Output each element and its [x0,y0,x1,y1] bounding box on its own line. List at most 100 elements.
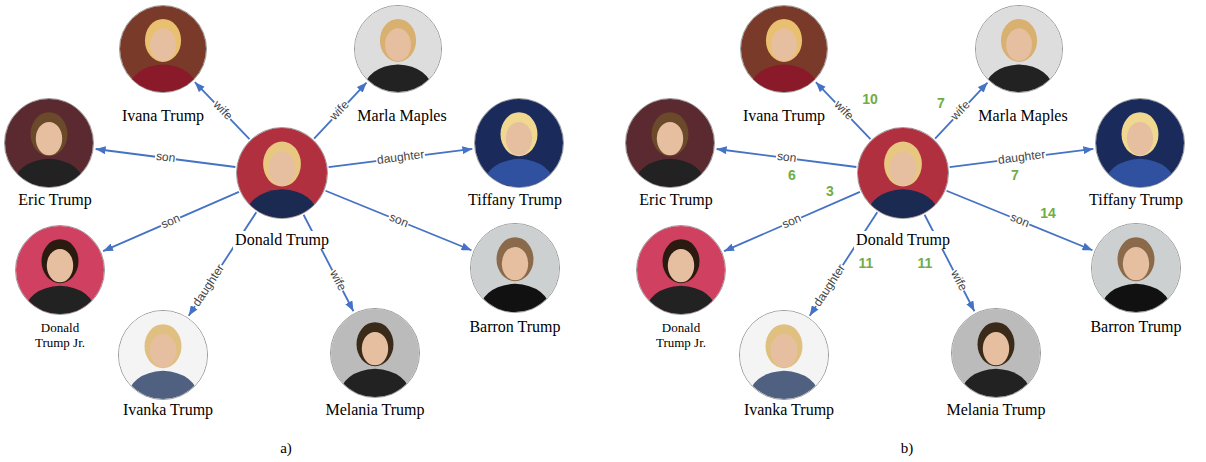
portrait-face [1006,28,1032,61]
relation-label: daughter [996,148,1047,167]
portrait-body [12,159,86,187]
portrait-face [47,249,73,282]
portrait-ground [740,311,828,399]
portrait-hair [978,322,1015,366]
photo-circle [470,223,560,313]
photo-circle [739,310,829,400]
portrait [475,99,563,187]
portrait [741,6,827,92]
portrait-hair [357,322,394,366]
person-name: Ivana Trump [741,107,827,125]
relation-label: daughter [375,148,426,167]
portrait-face [150,334,176,367]
portrait-ground [5,99,93,187]
person-node: Donald Trump Jr. [636,225,726,315]
person-node: Melania Trump [330,308,420,398]
portrait-hair [1122,112,1159,156]
relation-arrow [304,215,354,311]
photo-circle [236,127,328,219]
person-name: Tiffany Trump [466,191,564,209]
relation-arrow [717,149,857,167]
relation-arrow [810,212,878,315]
portrait-face [1123,247,1149,280]
portrait-body [23,286,97,314]
portrait-ground [637,226,725,314]
relation-arrow [189,212,257,315]
portrait-body [1103,159,1177,187]
photo-circle [330,308,420,398]
portrait-hair [145,324,182,368]
portrait-body [748,64,820,92]
person-node: Donald Trump [857,127,949,219]
portrait [16,226,104,314]
portrait-face [668,249,694,282]
photo-circle [1095,98,1185,188]
photo-circle [4,98,94,188]
portrait [471,224,559,312]
portrait-ground [331,309,419,397]
relation-arrow [326,191,472,251]
portrait-hair [145,19,181,62]
person-name: Barron Trump [467,318,562,336]
photo-circle [1091,223,1181,313]
relation-label: wife [327,268,349,295]
person-name: Eric Trump [637,191,714,209]
person-node: Donald Trump [236,127,328,219]
portrait-face [771,334,797,367]
portrait-body [959,369,1033,397]
portrait [355,6,441,92]
portrait [858,128,948,218]
person-name: Eric Trump [16,191,93,209]
portrait [1092,224,1180,312]
portrait-face [983,332,1009,365]
person-node: Melania Trump [951,308,1041,398]
person-name: Melania Trump [944,401,1047,419]
portrait-face [362,332,388,365]
person-name: Melania Trump [323,401,426,419]
count-number: 11 [918,256,933,271]
portrait [626,99,714,187]
photo-circle [118,310,208,400]
portrait-ground [471,224,559,312]
portrait-body [362,64,434,92]
relation-arrow [950,149,1094,167]
person-name: Donald Trump Jr. [21,321,99,351]
photo-circle [474,98,564,188]
person-name: Marla Maples [976,107,1069,125]
relation-label: son [780,211,805,232]
portrait-body [478,284,552,312]
portrait-ground [1096,99,1184,187]
person-name: Ivanka Trump [742,401,836,419]
relation-arrow [329,149,473,167]
portrait-ground [355,6,441,92]
portrait [5,99,93,187]
portrait-body [244,189,320,218]
relation-arrow [96,149,236,167]
portrait-hair [263,142,301,187]
count-number: 7 [937,96,945,111]
relation-label: son [154,150,177,166]
person-node: Eric Trump [625,98,715,188]
photo-circle [119,5,207,93]
person-node: Marla Maples [354,5,442,93]
count-number: 10 [862,92,878,107]
portrait-ground [858,128,948,218]
person-node: Donald Trump Jr. [15,225,105,315]
relation-label: son [1007,210,1032,230]
portrait-hair [884,142,922,187]
portrait [1096,99,1184,187]
person-node: Barron Trump [470,223,560,313]
portrait-body [126,371,200,399]
portrait-body [633,159,707,187]
photo-circle [636,225,726,315]
relation-arrow [947,191,1093,251]
portrait-face [657,122,683,155]
portrait-face [36,122,62,155]
portrait-hair [652,112,689,156]
person-node: Tiffany Trump [474,98,564,188]
portrait-body [644,286,718,314]
person-name: Ivanka Trump [121,401,215,419]
person-name: Marla Maples [355,107,448,125]
photo-circle [857,127,949,219]
person-node: Tiffany Trump [1095,98,1185,188]
